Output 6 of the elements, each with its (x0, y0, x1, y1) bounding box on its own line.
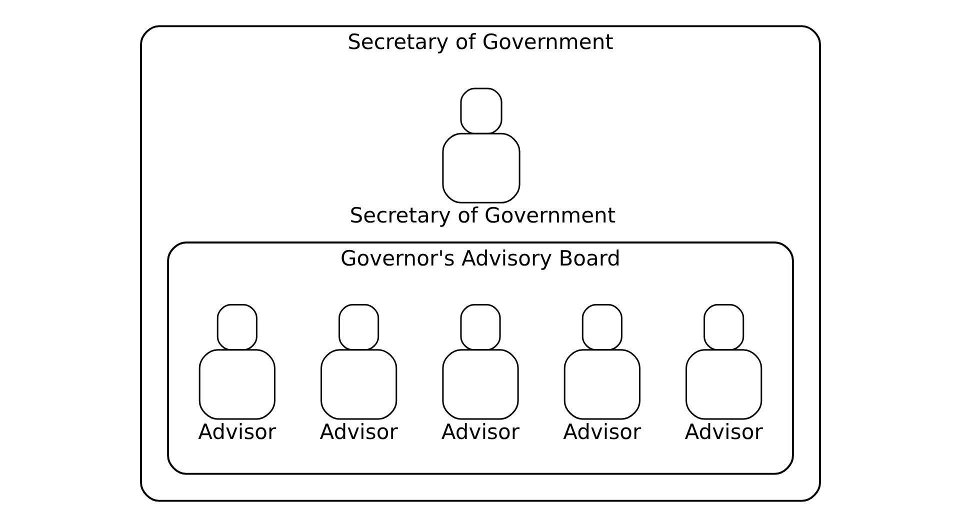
node-label: Advisor (562, 418, 641, 444)
node-label: Advisor (198, 418, 276, 444)
node-label: Advisor (684, 418, 762, 444)
node-label: Advisor (319, 418, 398, 444)
node-label: Advisor (440, 418, 520, 444)
node-label: Secretary of Government (349, 202, 616, 228)
